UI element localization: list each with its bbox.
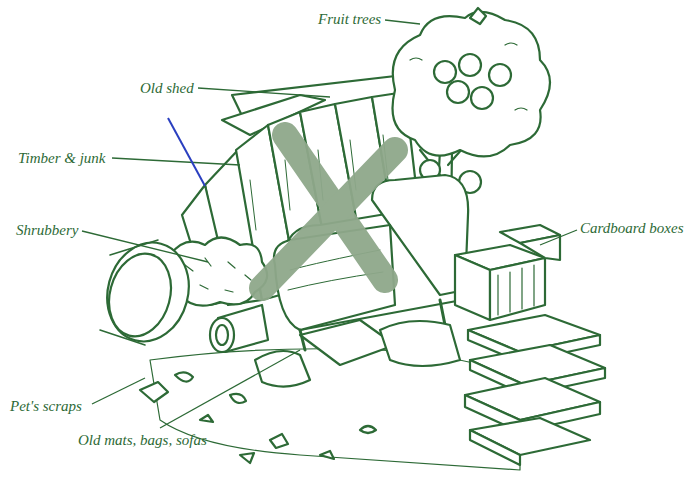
callout-label: Pet's scraps <box>10 398 82 414</box>
callout-label: Fruit trees <box>318 11 381 27</box>
callout-label: Timber & junk <box>18 150 106 166</box>
callout-label: Old mats, bags, sofas <box>78 432 207 448</box>
ground-scraps <box>140 349 520 470</box>
leader-lines <box>82 20 577 428</box>
callout-label: Old shed <box>140 80 194 96</box>
cardboard-boxes <box>455 225 560 320</box>
paper-stack <box>465 315 605 465</box>
cross-mark <box>262 135 395 288</box>
old-mats-bags <box>255 320 460 387</box>
callout-label: Shrubbery <box>16 222 79 238</box>
tyre <box>96 233 199 350</box>
callout-label: Cardboard boxes <box>580 220 683 236</box>
pipe <box>210 305 268 352</box>
blue-mark <box>168 118 205 186</box>
